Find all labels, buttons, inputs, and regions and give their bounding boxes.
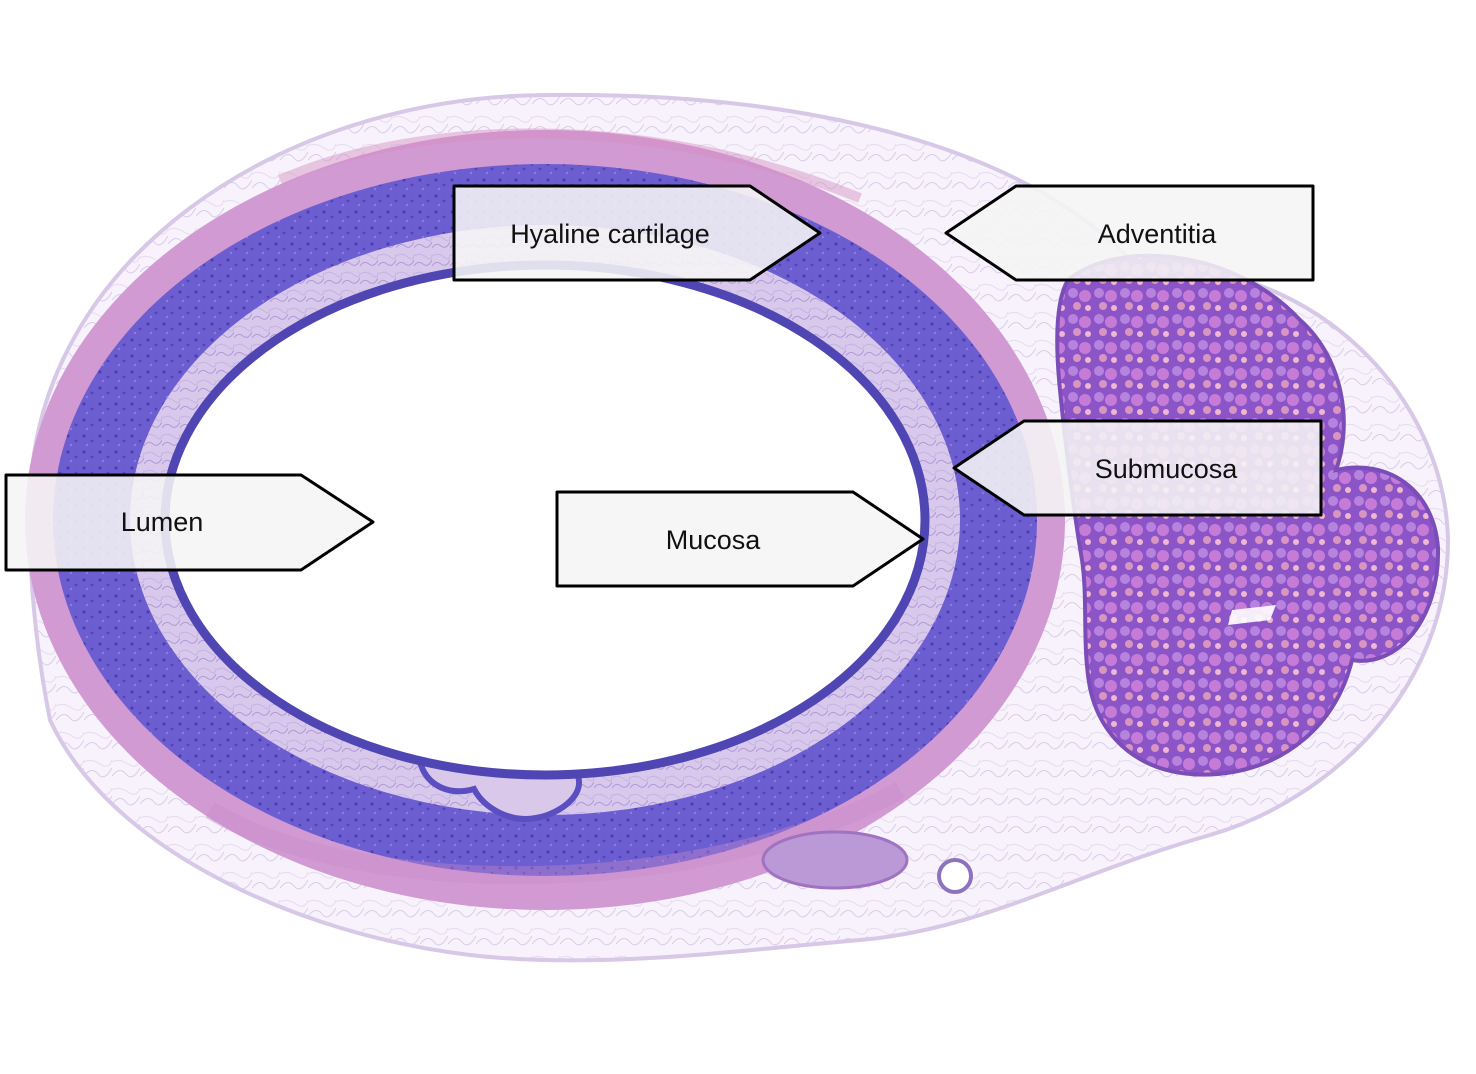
hyaline-cartilage-callout-shape bbox=[452, 184, 822, 282]
adventitia-callout-shape bbox=[944, 184, 1315, 282]
mucosa-callout-shape bbox=[555, 490, 925, 588]
callout-adventitia: Adventitia bbox=[944, 184, 1315, 282]
small-nerve-bundle bbox=[761, 830, 909, 890]
callout-hyaline-cartilage: Hyaline cartilage bbox=[452, 184, 822, 282]
hyaline-cartilage-label: Hyaline cartilage bbox=[510, 219, 710, 249]
callout-submucosa: Submucosa bbox=[952, 419, 1323, 517]
callout-lumen: Lumen bbox=[4, 473, 375, 572]
small-vessel bbox=[937, 858, 973, 894]
adventitia-label: Adventitia bbox=[1098, 219, 1218, 249]
lumen-label: Lumen bbox=[121, 507, 204, 537]
submucosa-callout-shape bbox=[952, 419, 1323, 517]
submucosa-label: Submucosa bbox=[1095, 454, 1239, 484]
lumen-callout-shape bbox=[4, 473, 375, 572]
mucosa-label: Mucosa bbox=[666, 525, 762, 555]
gland-duct bbox=[1228, 605, 1276, 625]
lower-wall-accent bbox=[205, 782, 905, 885]
upper-wall-accent bbox=[277, 128, 862, 203]
callout-mucosa: Mucosa bbox=[555, 490, 925, 588]
